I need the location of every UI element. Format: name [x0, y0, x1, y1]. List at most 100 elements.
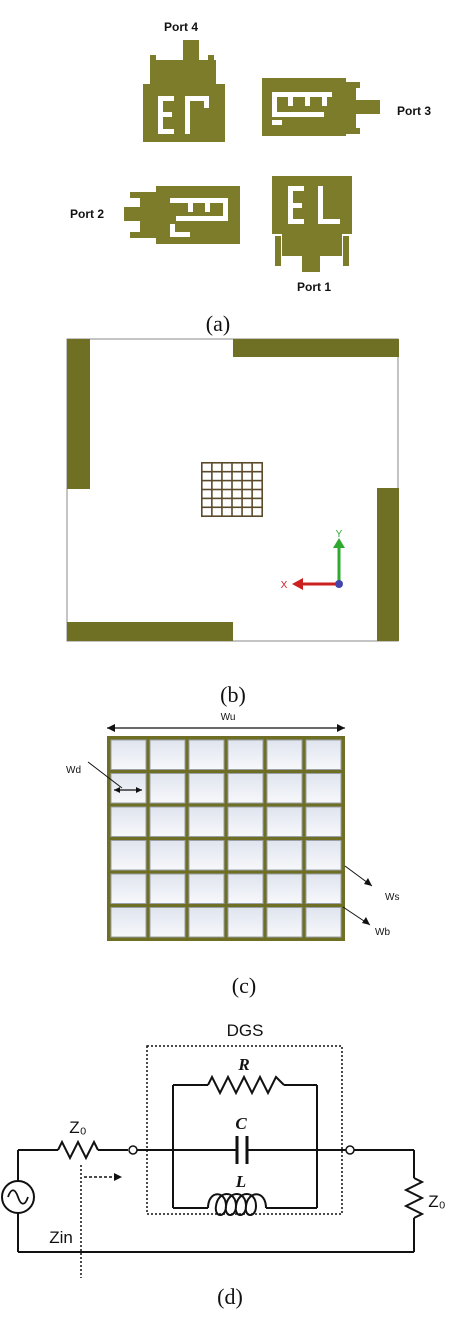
grid-cell [305, 873, 342, 904]
grid-cell [252, 508, 262, 516]
grid-cell [222, 481, 232, 489]
wd-label: Wd [66, 765, 81, 776]
inductor-l [207, 1193, 267, 1216]
grid-cell [212, 490, 222, 498]
port1-label: Port 1 [297, 280, 331, 294]
grid-cell [149, 739, 186, 770]
grid-cell [149, 840, 186, 871]
grid-cell [222, 499, 232, 507]
grid-cell [266, 806, 303, 837]
axis-triad: Y X [281, 529, 345, 591]
grid-cell [212, 472, 222, 480]
grid-cell [232, 472, 242, 480]
wb-label: Wb [375, 927, 390, 938]
grid-cell [188, 907, 225, 938]
ws-label: Ws [385, 892, 399, 903]
dgs-grid-large [110, 739, 342, 938]
z0-load-resistor [403, 1177, 425, 1219]
grid-cell [110, 907, 147, 938]
grid-cell [305, 806, 342, 837]
grid-cell [305, 840, 342, 871]
grid-cell [188, 840, 225, 871]
grid-cell [252, 499, 262, 507]
grid-cell [202, 481, 212, 489]
dgs-grid-background [107, 736, 345, 941]
grid-cell [227, 773, 264, 804]
port3-label: Port 3 [397, 104, 431, 118]
ground-strip-top [233, 339, 399, 357]
grid-cell [242, 499, 252, 507]
grid-cell [242, 481, 252, 489]
grid-cell [242, 508, 252, 516]
antenna-port1 [272, 176, 352, 272]
grid-cell [110, 873, 147, 904]
panel-d: DGS Z₀ R C L [1, 1021, 446, 1309]
resistor-r [207, 1074, 285, 1096]
grid-cell [149, 806, 186, 837]
antenna-port3 [262, 78, 380, 136]
grid-cell [202, 499, 212, 507]
grid-cell [202, 490, 212, 498]
dgs-grid-small [201, 462, 263, 517]
grid-cell [266, 907, 303, 938]
terminal-left [128, 1145, 138, 1155]
antenna-port2 [124, 186, 240, 244]
grid-cell [227, 907, 264, 938]
grid-cell [242, 472, 252, 480]
grid-cell [222, 508, 232, 516]
grid-cell [212, 499, 222, 507]
panel-a: Port 4 Port 3 [70, 20, 431, 336]
grid-frame [201, 462, 263, 517]
grid-cell [266, 840, 303, 871]
grid-cell [227, 873, 264, 904]
caption-b: (b) [220, 682, 246, 707]
zin-label: Zin [49, 1228, 73, 1247]
grid-cell [188, 806, 225, 837]
grid-cell [232, 481, 242, 489]
grid-cell [212, 481, 222, 489]
grid-cell [110, 739, 147, 770]
port4-label: Port 4 [164, 20, 198, 34]
axis-y-label: Y [336, 529, 343, 540]
ground-strip-right [377, 488, 399, 641]
grid-cell [266, 873, 303, 904]
grid-cell [305, 739, 342, 770]
grid-cell [222, 472, 232, 480]
caption-d: (d) [217, 1284, 243, 1309]
port2-label: Port 2 [70, 207, 104, 221]
grid-cell [212, 463, 222, 471]
grid-cell [242, 463, 252, 471]
wu-label: Wu [221, 712, 236, 723]
grid-cell [222, 490, 232, 498]
grid-cell [227, 739, 264, 770]
c-label: C [235, 1114, 247, 1133]
grid-cell [110, 840, 147, 871]
dgs-boundary [146, 1045, 343, 1215]
grid-cell [232, 463, 242, 471]
grid-cell [202, 472, 212, 480]
caption-c: (c) [232, 973, 256, 998]
grid-cell [305, 907, 342, 938]
grid-cell [242, 490, 252, 498]
grid-cell [227, 840, 264, 871]
grid-cell [252, 481, 262, 489]
grid-cell [188, 739, 225, 770]
grid-cell [149, 873, 186, 904]
grid-cell [232, 499, 242, 507]
wd-leader [87, 761, 123, 789]
sine-icon [7, 1189, 29, 1205]
grid-cell [149, 773, 186, 804]
z0-load-label: Z₀ [428, 1192, 445, 1211]
ground-strip-left [67, 339, 90, 489]
z0-source-label: Z₀ [69, 1118, 86, 1137]
antenna-port4 [143, 40, 225, 142]
ground-strip-bottom [67, 622, 233, 641]
grid-cell [305, 773, 342, 804]
grid-cell [110, 773, 147, 804]
terminal-right [345, 1145, 355, 1155]
grid-cell [212, 508, 222, 516]
grid-cell [266, 773, 303, 804]
grid-cell [188, 773, 225, 804]
z0-source-resistor [57, 1139, 99, 1161]
